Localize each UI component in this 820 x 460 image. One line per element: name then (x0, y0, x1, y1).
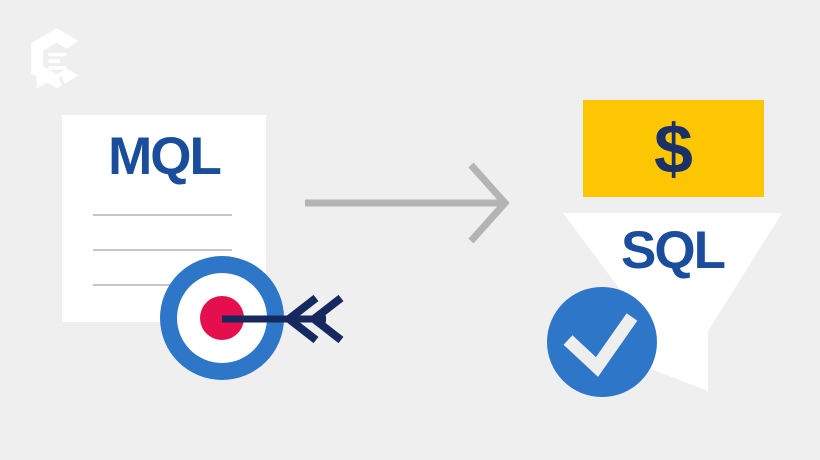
bullseye-target-icon (160, 256, 344, 380)
sql-label: SQL (621, 220, 726, 280)
brand-logo-icon (31, 28, 79, 89)
checkmark-icon (563, 313, 638, 377)
checkmark-badge (547, 287, 657, 397)
mql-label: MQL (108, 126, 222, 186)
right-arrow-icon (305, 162, 510, 244)
document-text-line (93, 214, 232, 216)
document-text-line (93, 249, 232, 251)
money-tag: $ (583, 100, 764, 197)
funnel-icon (563, 213, 782, 391)
document-text-line (93, 284, 232, 286)
dollar-sign: $ (654, 109, 693, 188)
